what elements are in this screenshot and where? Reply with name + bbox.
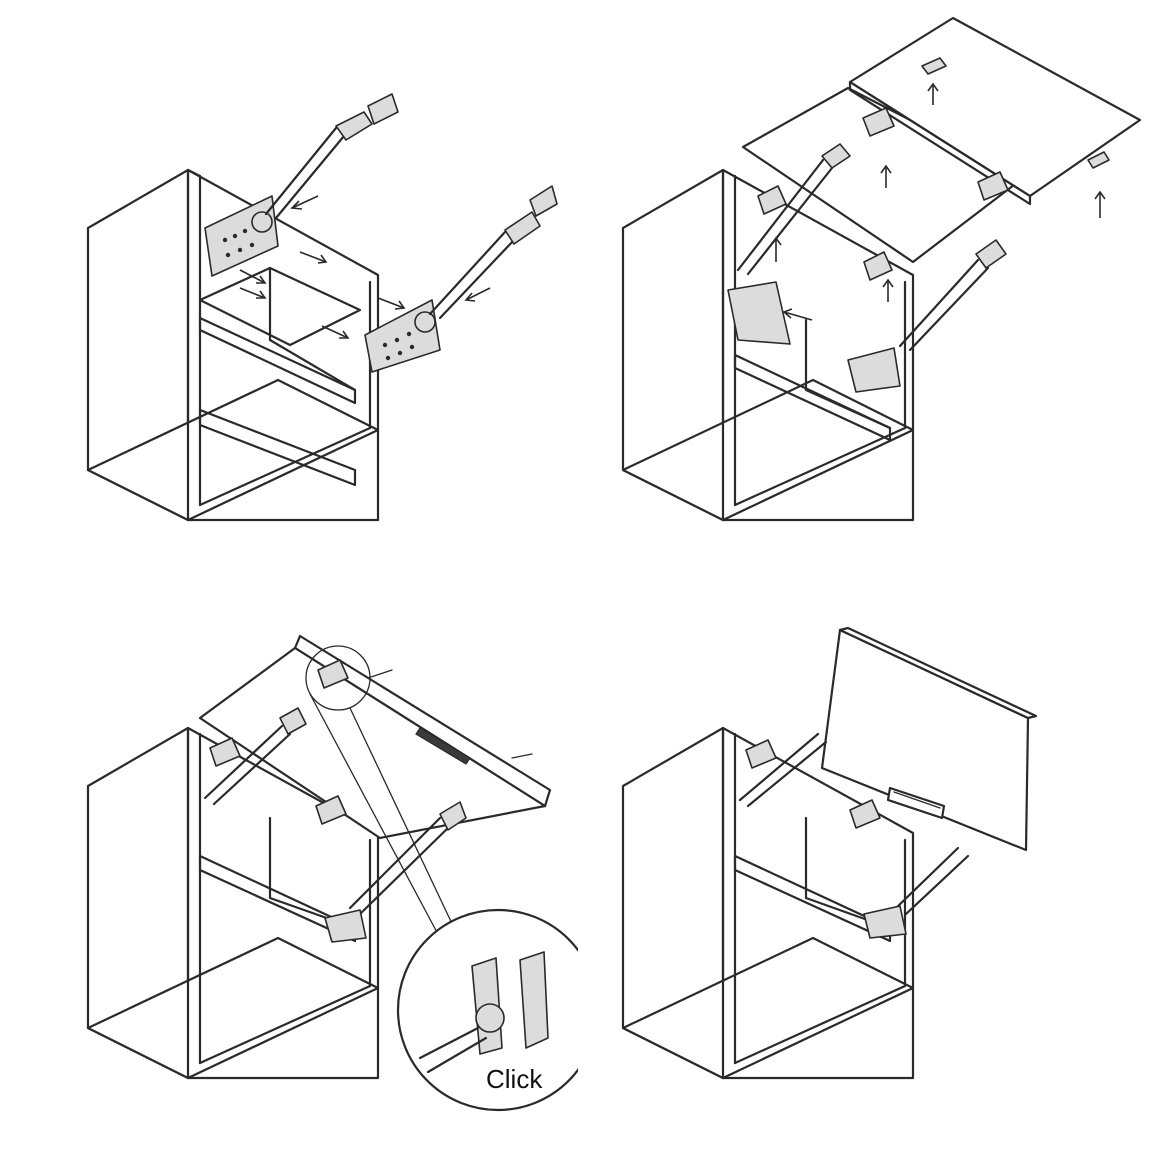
lift-mechanisms: [203, 707, 467, 943]
step-2-illustration: [621, 16, 1142, 522]
step-3-illustration: [86, 634, 578, 1112]
lift-mechanisms: [727, 143, 1007, 393]
step-4-completed-installation: [578, 578, 1156, 1156]
door-raised: [820, 626, 1038, 852]
cabinet-body: [86, 168, 380, 522]
mounting-arrows: [770, 82, 1106, 321]
step-4-illustration: [621, 626, 1038, 1080]
step-1-illustration: [86, 93, 558, 522]
hinges: [209, 659, 349, 825]
detail-callout: [305, 645, 578, 1112]
step-2-attach-hinges-and-door: [578, 0, 1156, 578]
cabinet-body: [86, 726, 380, 1080]
hinges: [757, 107, 1009, 281]
click-label: Click: [486, 1064, 543, 1094]
lift-mechanism-left: [204, 93, 399, 277]
cabinet-body: [621, 168, 915, 522]
step-1-mount-lift-mechanisms: [0, 0, 578, 578]
door-opened: [198, 634, 552, 840]
lift-mechanism-right: [364, 185, 558, 373]
lift-mechanisms: [738, 732, 970, 939]
door-front: [848, 16, 1142, 206]
dimension-marks: [367, 669, 533, 759]
mounting-arrows: [239, 195, 491, 339]
step-3-click-door-onto-mechanism: Click: [0, 578, 578, 1156]
hinges: [745, 739, 881, 829]
cabinet-body: [621, 726, 915, 1080]
